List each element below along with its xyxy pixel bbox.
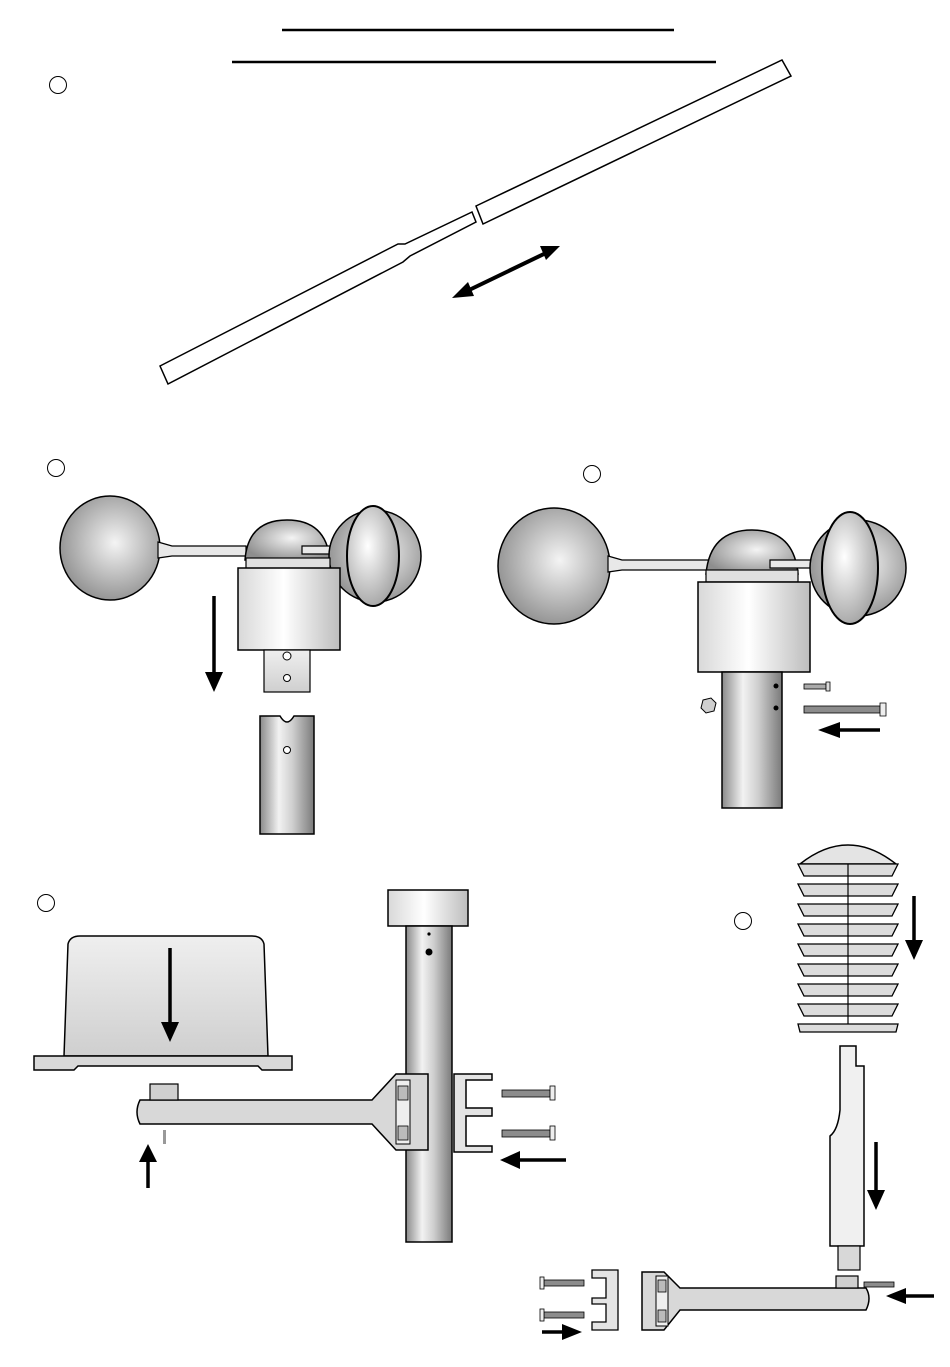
clamp: [454, 1074, 492, 1152]
step-number-4: [37, 894, 55, 912]
pole: [722, 672, 782, 808]
pole-housing: [388, 890, 468, 926]
double-arrow-icon: [452, 246, 560, 298]
upper-pole-section: [476, 60, 791, 224]
right-cup-opening: [347, 506, 399, 606]
step1-pole-assembly: [160, 60, 791, 384]
left-arrow-icon: [500, 1151, 566, 1169]
mount-arm: [137, 1074, 428, 1150]
pole-top: [260, 716, 314, 834]
step2-anemometer-attach: [60, 496, 421, 834]
left-cup: [60, 496, 160, 600]
step-number-5: [734, 912, 752, 930]
sensor-housing: [698, 582, 810, 672]
shield-cap: [800, 845, 896, 864]
sensor-housing: [238, 568, 340, 650]
nut: [701, 698, 716, 713]
step-number-3: [583, 465, 601, 483]
step-number-1: [49, 76, 67, 94]
left-cup: [498, 508, 610, 624]
up-arrow-icon: [139, 1144, 157, 1188]
sensor-body: [830, 1046, 864, 1246]
step3-screw-fixing: [498, 508, 906, 808]
long-bolt: [804, 703, 886, 716]
down-arrow-icon: [905, 896, 923, 960]
down-arrow-icon: [867, 1142, 885, 1210]
rain-gauge-cover: [64, 936, 268, 1056]
mount-arm: [642, 1272, 869, 1330]
step4-rain-gauge-bracket: [34, 890, 566, 1242]
small-screw: [804, 682, 830, 691]
right-arrow-icon: [542, 1324, 582, 1340]
clamp: [592, 1270, 618, 1330]
down-arrow-icon: [205, 596, 223, 692]
left-arrow-icon: [818, 722, 880, 738]
left-arrow-icon: [886, 1288, 934, 1304]
right-cup-opening: [822, 512, 878, 624]
lower-pole-section: [160, 212, 476, 384]
rain-gauge-base: [34, 1056, 292, 1070]
step-number-2: [47, 459, 65, 477]
